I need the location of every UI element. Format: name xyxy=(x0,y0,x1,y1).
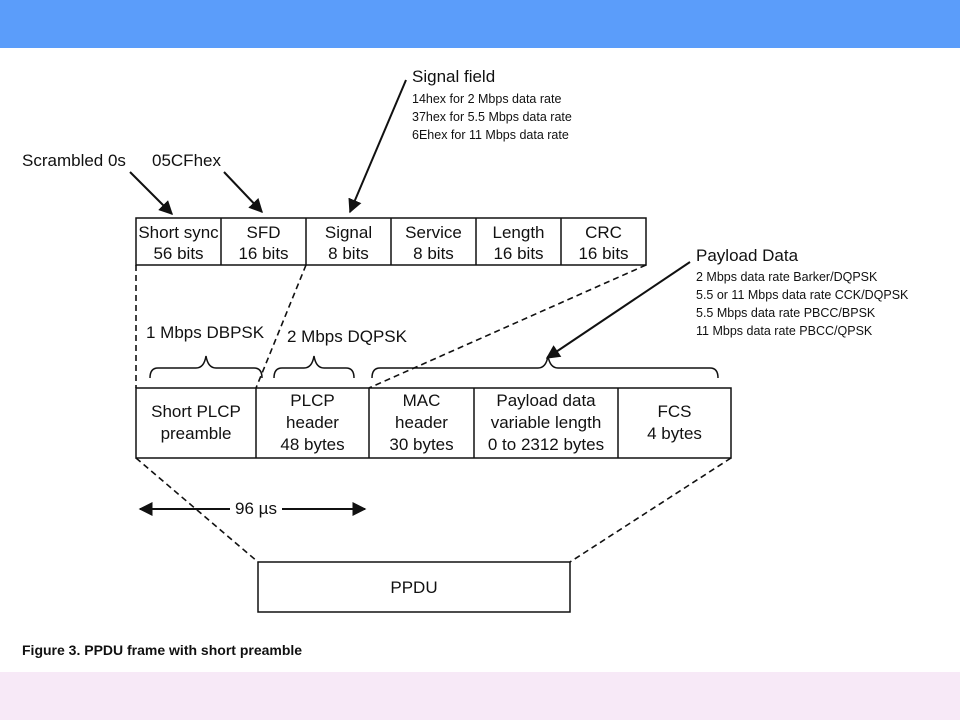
expansion-dashed-line xyxy=(368,264,647,389)
field-bits-signal: 8 bits xyxy=(328,244,369,263)
ppdu-label: PPDU xyxy=(390,578,437,597)
frame-field-mac-header-line: header xyxy=(395,413,448,432)
signal-field-line: 14hex for 2 Mbps data rate xyxy=(412,92,561,106)
payload-data-line: 2 Mbps data rate Barker/DQPSK xyxy=(696,270,878,284)
footer-band xyxy=(0,672,960,720)
field-bits-short-sync: 56 bits xyxy=(153,244,203,263)
frame-field-fcs-line: FCS xyxy=(658,402,692,421)
ppdu-dashed-line xyxy=(569,457,732,563)
ppdu-dashed-line xyxy=(135,457,259,563)
sfd-arrow xyxy=(223,171,263,214)
frame-field-mac-header-line: 30 bytes xyxy=(389,435,453,454)
field-bits-sfd: 16 bits xyxy=(238,244,288,263)
signal-field-arrow xyxy=(348,79,407,214)
modulation-label-dqpsk: 2 Mbps DQPSK xyxy=(287,327,408,346)
plcp-fields-row: Short sync 56 bits SFD 16 bits Signal 8 … xyxy=(135,217,647,266)
frame-field-payload-line: Payload data xyxy=(496,391,596,410)
frame-field-payload-line: 0 to 2312 bytes xyxy=(488,435,604,454)
frame-fields-frame xyxy=(135,387,732,459)
frame-fields-row: Short PLCP preamble PLCP header 48 bytes… xyxy=(135,387,732,459)
scrambled-zeros-label: Scrambled 0s xyxy=(22,151,126,170)
field-bits-crc: 16 bits xyxy=(578,244,628,263)
header-band xyxy=(0,0,960,48)
payload-data-line: 5.5 Mbps data rate PBCC/BPSK xyxy=(696,306,876,320)
frame-field-fcs-line: 4 bytes xyxy=(647,424,702,443)
frame-field-preamble-line: preamble xyxy=(161,424,232,443)
timing-label: 96 µs xyxy=(235,499,277,518)
frame-field-payload-line: variable length xyxy=(491,413,602,432)
field-bits-length: 16 bits xyxy=(493,244,543,263)
expansion-dashed-line xyxy=(255,264,307,389)
field-name-sfd: SFD xyxy=(247,223,281,242)
signal-field-line: 6Ehex for 11 Mbps data rate xyxy=(412,128,569,142)
field-name-crc: CRC xyxy=(585,223,622,242)
frame-field-plcp-header-line: PLCP xyxy=(290,391,334,410)
field-name-service: Service xyxy=(405,223,462,242)
ppdu-box xyxy=(257,561,571,613)
preamble-brace xyxy=(149,355,263,379)
payload-brace xyxy=(371,355,719,379)
modulation-label-dbpsk: 1 Mbps DBPSK xyxy=(146,323,265,342)
payload-data-title: Payload Data xyxy=(696,246,799,265)
signal-field-line: 37hex for 5.5 Mbps data rate xyxy=(412,110,572,124)
header-brace xyxy=(273,355,355,379)
frame-field-mac-header-line: MAC xyxy=(403,391,441,410)
field-name-length: Length xyxy=(493,223,545,242)
frame-field-preamble-line: Short PLCP xyxy=(151,402,241,421)
scrambled-arrow xyxy=(129,171,173,215)
figure-caption: Figure 3. PPDU frame with short preamble xyxy=(22,642,302,658)
payload-arrow xyxy=(545,261,691,359)
frame-field-plcp-header-line: header xyxy=(286,413,339,432)
signal-field-title: Signal field xyxy=(412,67,495,86)
field-bits-service: 8 bits xyxy=(413,244,454,263)
frame-field-plcp-header-line: 48 bytes xyxy=(280,435,344,454)
sfd-hex-label: 05CFhex xyxy=(152,151,221,170)
payload-data-line: 5.5 or 11 Mbps data rate CCK/DQPSK xyxy=(696,288,909,302)
payload-data-line: 11 Mbps data rate PBCC/QPSK xyxy=(696,324,873,338)
field-name-signal: Signal xyxy=(325,223,372,242)
field-name-short-sync: Short sync xyxy=(138,223,219,242)
